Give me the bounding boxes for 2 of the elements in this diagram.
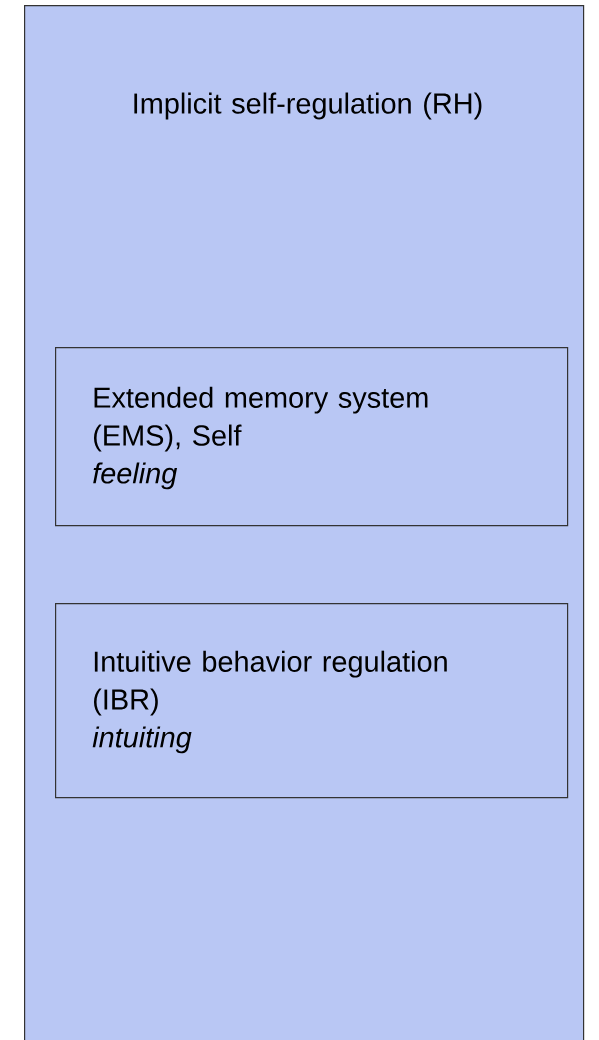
process-box: Extended memory system (EMS), Self feeling [55,347,569,527]
process-box: Intuitive behavior regulation (IBR) intuiting [55,603,569,799]
